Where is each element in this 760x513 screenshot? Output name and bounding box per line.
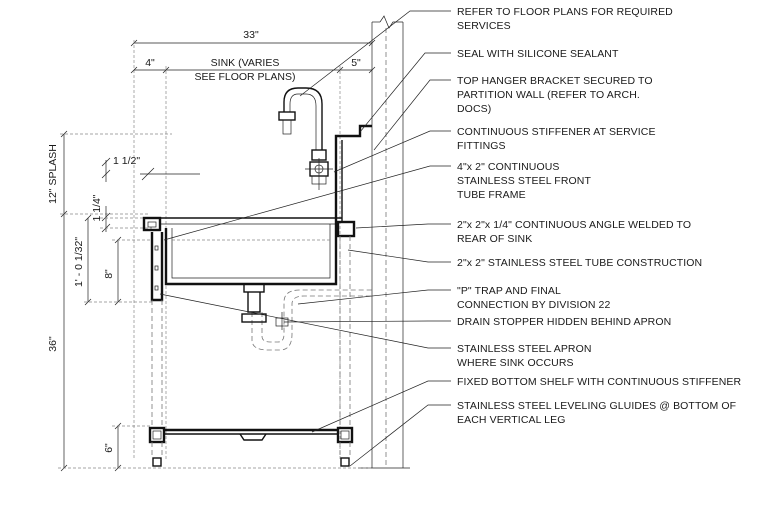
top-dimensions [130, 39, 376, 460]
callout-stiffener-line-2: FITTINGS [457, 140, 506, 152]
left-dimensions [58, 130, 372, 472]
callout-bottom-shelf: FIXED BOTTOM SHELF WITH CONTINUOUS STIFF… [457, 376, 742, 388]
callout-tube-frame-line-1: 4"x 2" CONTINUOUS [457, 161, 560, 173]
callout-hanger-line-2: PARTITION WALL (REFER TO ARCH. [457, 89, 640, 101]
dim-one-half: 1 1/2" [113, 155, 140, 167]
dim-right-offset: 5" [351, 57, 361, 69]
callout-tube-frame-line-2: STAINLESS STEEL FRONT [457, 175, 591, 187]
callout-sealant: SEAL WITH SILICONE SEALANT [457, 48, 619, 60]
callout-services-line-1: REFER TO FLOOR PLANS FOR REQUIRED [457, 6, 673, 18]
dim-sink-line-1: SINK (VARIES [211, 57, 280, 69]
callouts: REFER TO FLOOR PLANS FOR REQUIRED SERVIC… [457, 6, 742, 426]
dim-one-quarter: 1 1/4" [91, 194, 103, 221]
callout-apron-line-2: WHERE SINK OCCURS [457, 357, 574, 369]
callout-angle-line-2: REAR OF SINK [457, 233, 532, 245]
dim-splash: 12" SPLASH [47, 144, 59, 204]
legs-shelf [148, 236, 354, 467]
dim-left-offset: 4" [145, 57, 155, 69]
faucet [278, 87, 333, 190]
callout-angle-line-1: 2"x 2"x 1/4" CONTINUOUS ANGLE WELDED TO [457, 219, 691, 231]
dimension-labels: 33" 4" 5" SINK (VARIES SEE FLOOR PLANS) … [47, 29, 361, 453]
dim-sink-line-2: SEE FLOOR PLANS) [195, 71, 296, 83]
callout-gliders-line-1: STAINLESS STEEL LEVELING GLUIDES @ BOTTO… [457, 400, 736, 412]
sink-body [142, 124, 372, 302]
callout-gliders-line-2: EACH VERTICAL LEG [457, 414, 565, 426]
callout-p-trap-line-1: "P" TRAP AND FINAL [457, 285, 561, 297]
dim-overall-width: 33" [243, 29, 259, 41]
partition-wall [358, 15, 410, 469]
dim-eight: 8" [103, 269, 115, 279]
leader-lines [159, 10, 451, 467]
drain-trap [241, 283, 372, 351]
callout-hanger-line-1: TOP HANGER BRACKET SECURED TO [457, 75, 653, 87]
callout-stiffener-line-1: CONTINUOUS STIFFENER AT SERVICE [457, 126, 656, 138]
dim-six: 6" [103, 443, 115, 453]
callout-p-trap-line-2: CONNECTION BY DIVISION 22 [457, 299, 610, 311]
callout-tube-frame-line-3: TUBE FRAME [457, 189, 526, 201]
dim-thirty-six: 36" [47, 336, 59, 352]
callout-apron-line-1: STAINLESS STEEL APRON [457, 343, 592, 355]
callout-drain-stopper: DRAIN STOPPER HIDDEN BEHIND APRON [457, 316, 671, 328]
callout-tube-construction: 2"x 2" STAINLESS STEEL TUBE CONSTRUCTION [457, 257, 702, 269]
dim-depth: 1' - 0 1/32" [73, 237, 85, 287]
callout-hanger-line-3: DOCS) [457, 103, 491, 115]
callout-services-line-2: SERVICES [457, 20, 511, 32]
